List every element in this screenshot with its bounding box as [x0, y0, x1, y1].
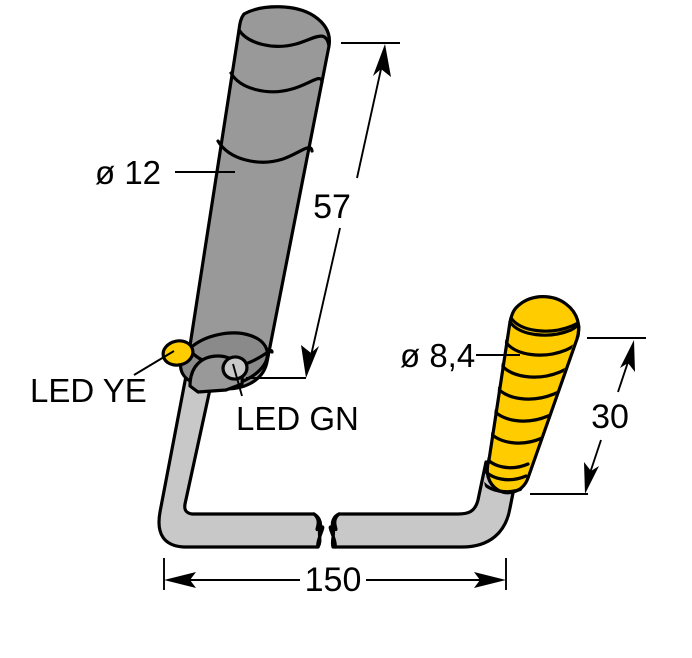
dim-30-arrowhead-bottom — [584, 462, 599, 494]
connector-rib-1 — [509, 316, 578, 333]
connector — [484, 295, 581, 495]
dim-57-line-upper — [356, 59, 384, 179]
sensor-barrel — [186, 5, 332, 391]
sensor-end-shoulder — [184, 342, 274, 368]
connector-top-cap — [508, 320, 581, 338]
connector-rib-2 — [503, 339, 578, 357]
connector-diameter-text: ø 8,4 — [400, 337, 475, 374]
sensor-band-line-2 — [216, 139, 314, 164]
dim-30-value: 30 — [591, 398, 629, 436]
dim-150-arrowhead-left — [164, 572, 196, 588]
dimension-57: 57 — [246, 42, 400, 379]
leader-led-green — [232, 363, 243, 397]
dim-57-value: 57 — [313, 188, 351, 226]
cable-break-symbol-right — [328, 512, 341, 549]
sensor-body — [161, 5, 332, 394]
callout-led-yellow: LED YE — [30, 350, 175, 409]
dim-57-arrowhead-top — [373, 44, 391, 77]
cable-right-segment — [330, 460, 520, 549]
dim-150-arrowhead-right — [474, 572, 506, 588]
led-green-text: LED GN — [236, 400, 359, 437]
dim-57-line-lower — [309, 227, 341, 361]
body-diameter-text: ø 12 — [95, 154, 161, 191]
dim-150-value: 150 — [305, 561, 362, 599]
sensor-band-line-1 — [229, 71, 324, 94]
label-body-diameter: ø 12 — [95, 154, 235, 191]
dim-30-line-lower — [588, 439, 602, 477]
dim-57-arrowhead-bottom — [301, 345, 319, 378]
sensor-top-cap — [237, 28, 331, 48]
connector-body — [485, 295, 581, 495]
dimension-150: 150 — [163, 558, 507, 599]
callout-led-green: LED GN — [232, 363, 359, 437]
connector-base-ring-3 — [484, 477, 526, 494]
cable — [157, 374, 520, 549]
led-yellow-indicator — [161, 339, 195, 367]
cable-break-symbol-left — [312, 512, 325, 549]
led-yellow-text: LED YE — [30, 372, 147, 409]
dimension-30: 30 — [530, 337, 646, 495]
dim-30-arrowhead-top — [620, 340, 635, 372]
leader-led-yellow — [133, 350, 175, 376]
label-connector-diameter: ø 8,4 — [400, 337, 520, 374]
